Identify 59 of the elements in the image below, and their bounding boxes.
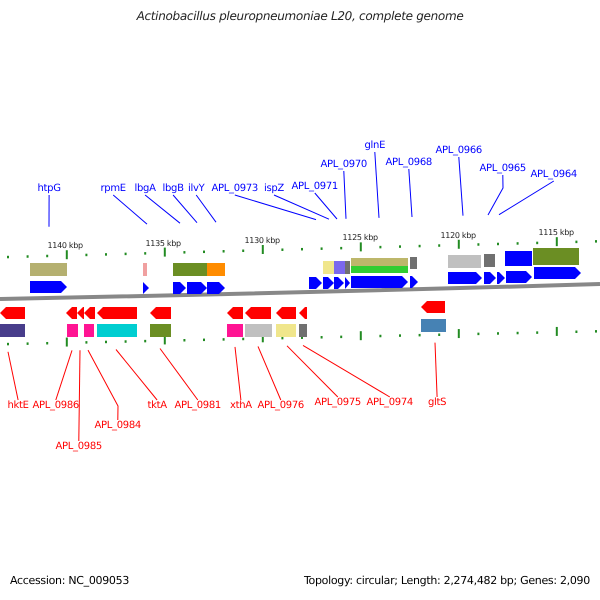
- leader-line: [112, 194, 148, 225]
- gene-label: APL_0970: [320, 159, 367, 171]
- gene-label: rpmE: [100, 183, 126, 195]
- gene-label: hktE: [8, 400, 29, 412]
- gene-label: APL_0984: [94, 420, 141, 432]
- gene-label: APL_0981: [174, 400, 221, 412]
- leader-line: [8, 351, 19, 400]
- leader-line: [160, 348, 198, 400]
- leader-line: [234, 346, 242, 400]
- gene-label: APL_0973: [212, 183, 258, 195]
- gene-label: APL_0964: [530, 169, 577, 181]
- gene-label: ispZ: [264, 183, 284, 195]
- gene-label: tktA: [148, 400, 167, 412]
- leader-line: [498, 180, 554, 216]
- gene-label: htpG: [38, 183, 61, 195]
- leader-line: [274, 194, 330, 220]
- leader-line: [258, 346, 282, 400]
- gene-label: APL_0966: [436, 145, 482, 157]
- footer-text: Topology: circular; Length: 2,274,482 bp; Genes: 2,090: [304, 575, 590, 587]
- gene-label: APL_0986: [32, 400, 79, 412]
- diagram-title: Actinobacillus pleuropneumoniae L20, complete genome: [135, 10, 464, 22]
- leader-line: [314, 192, 338, 220]
- gene-label: APL_0974: [366, 397, 413, 409]
- leader-line: [434, 342, 438, 398]
- leader-line: [286, 345, 338, 398]
- leader-line: [48, 194, 50, 228]
- scale-label: 1135 kbp: [144, 238, 182, 248]
- scale-label: 1140 kbp: [46, 241, 84, 250]
- scale-label: 1130 kbp: [244, 236, 281, 245]
- gene-label: gltS: [428, 397, 446, 409]
- gene-label: ilvY: [188, 183, 204, 195]
- footer-text: Accession: NC_009053: [10, 575, 130, 587]
- gene-label: APL_0971: [292, 181, 338, 193]
- gene-label: xthA: [230, 400, 252, 412]
- leader-line: [55, 350, 72, 400]
- gene-label: lbgA: [134, 183, 156, 195]
- gene-label: glnE: [364, 140, 386, 152]
- leader-line: [343, 170, 346, 220]
- gene-label: APL_0985: [56, 441, 102, 453]
- leader-line: [234, 194, 316, 220]
- leader-line: [88, 350, 118, 420]
- leader-line: [302, 344, 390, 398]
- gene-label: lbgB: [162, 183, 184, 195]
- gene-label: APL_0976: [258, 400, 304, 412]
- scale-label: 1115 kbp: [538, 228, 575, 238]
- leader-line: [488, 174, 504, 216]
- leader-line: [458, 156, 464, 216]
- leader-line: [116, 349, 158, 400]
- gene-label: APL_0975: [314, 397, 361, 409]
- scale-label: 1125 kbp: [342, 233, 379, 242]
- leader-line: [144, 194, 180, 224]
- leader-line: [172, 194, 198, 224]
- gene-label: APL_0965: [480, 163, 526, 175]
- leader-line: [196, 194, 216, 223]
- gene-label: APL_0968: [386, 157, 432, 169]
- leader-line: [408, 168, 412, 218]
- scale-label: 1120 kbp: [440, 230, 477, 240]
- leader-line: [374, 152, 380, 218]
- leader-line: [78, 350, 80, 442]
